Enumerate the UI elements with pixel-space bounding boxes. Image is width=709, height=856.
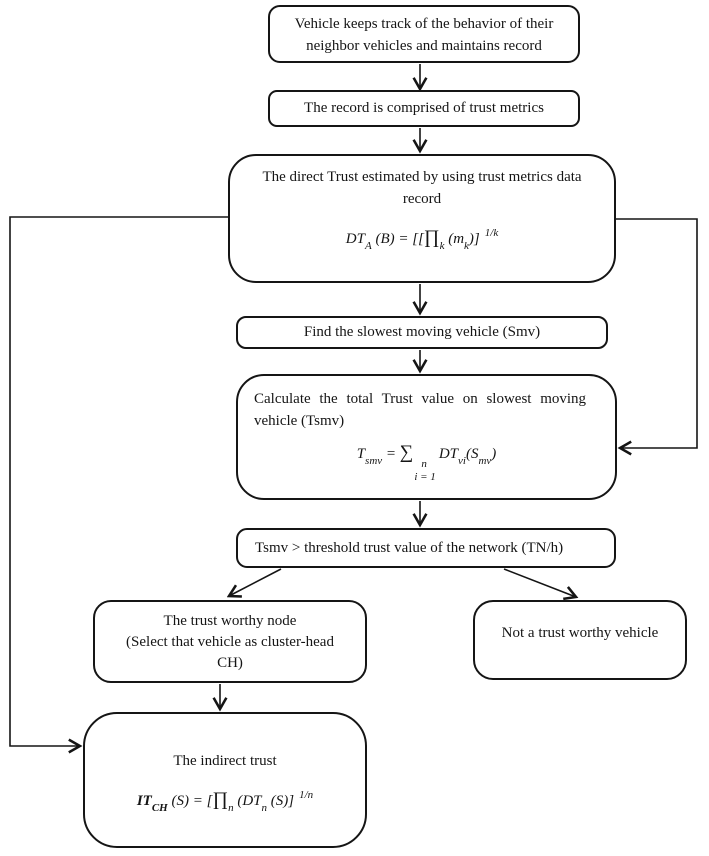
node-line: CH): [217, 655, 243, 671]
node-line: Calculate the total Trust value on slowe…: [254, 391, 587, 407]
node-indirect-trust: The indirect trust ITCH (S) = [∏n (DTn (…: [83, 712, 367, 848]
node-line: Not a trust worthy vehicle: [501, 625, 659, 641]
indirect-trust-formula: ITCH (S) = [∏n (DTn (S)]1/n: [136, 789, 314, 814]
node-line: (Select that vehicle as cluster-head: [126, 634, 334, 650]
arrow-threshold-to-trustworthy: [229, 568, 282, 596]
node-line: neighbor vehicles and maintains record: [306, 38, 542, 54]
node-line: The trust worthy node: [163, 613, 297, 629]
node-line: record: [402, 191, 442, 207]
node-line: The direct Trust estimated by using trus…: [262, 169, 582, 185]
node-trustworthy: The trust worthy node (Select that vehic…: [93, 600, 367, 683]
feedback-direct-to-total: [616, 218, 698, 448]
node-find-smv: Find the slowest moving vehicle (Smv): [236, 316, 608, 349]
node-line: The indirect trust: [173, 753, 277, 769]
feedback-direct-to-indirect: [9, 216, 228, 746]
node-line: The record is comprised of trust metrics: [304, 100, 544, 116]
node-line: Vehicle keeps track of the behavior of t…: [294, 16, 554, 32]
node-total-trust: Calculate the total Trust value on slowe…: [236, 374, 617, 500]
node-line: Find the slowest moving vehicle (Smv): [303, 324, 541, 340]
sigma-symbol: ∑: [399, 442, 414, 463]
node-trust-metrics: The record is comprised of trust metrics: [268, 90, 580, 127]
product-symbol: ∏: [423, 227, 440, 248]
node-track-behavior: Vehicle keeps track of the behavior of t…: [268, 5, 580, 63]
direct-trust-formula: DTA (B) = [[∏k (mk)]1/k: [345, 227, 499, 252]
node-line: Tsmv > threshold trust value of the netw…: [255, 540, 564, 556]
node-line: vehicle (Tsmv): [254, 413, 345, 429]
arrow-threshold-to-nottrustworthy: [503, 568, 576, 597]
node-threshold-check: Tsmv > threshold trust value of the netw…: [236, 528, 616, 568]
node-not-trustworthy: Not a trust worthy vehicle: [473, 600, 687, 680]
node-direct-trust: The direct Trust estimated by using trus…: [228, 154, 616, 283]
product-symbol: ∏: [212, 789, 229, 810]
